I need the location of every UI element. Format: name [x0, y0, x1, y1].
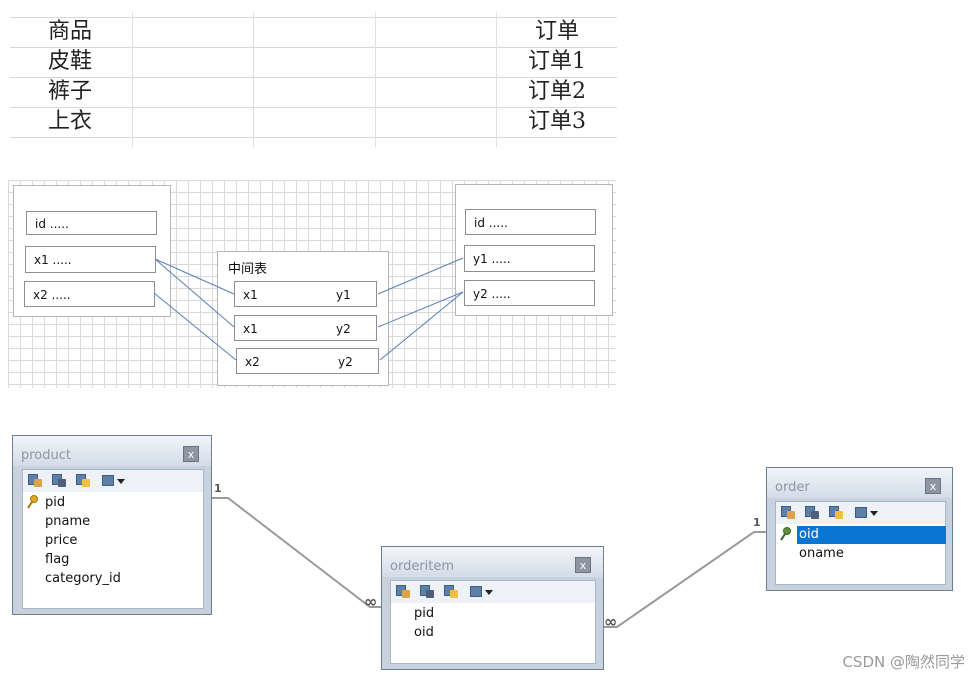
right-field-y1[interactable]: y1 ..... [464, 245, 595, 272]
table-body: oid oname [775, 501, 946, 585]
many-to-many-grid-diagram: id ..... x1 ..... x2 ..... 中间表 x1 y1 x1 … [8, 180, 616, 388]
delete-column-icon[interactable] [805, 506, 819, 519]
junction-row[interactable]: x1 y1 [234, 281, 377, 307]
relation-label-one: 1 [214, 482, 222, 495]
key-column-icon[interactable] [444, 585, 458, 598]
junction-row-right: y1 [336, 288, 351, 302]
relation-label-many: ∞ [364, 592, 378, 611]
table-name: product [21, 448, 72, 463]
sheet-cell-order[interactable]: 订单 [535, 19, 580, 44]
table-header[interactable] [13, 436, 211, 466]
junction-table-box[interactable]: 中间表 x1 y1 x1 y2 x2 y2 [217, 251, 389, 386]
link-line [379, 291, 464, 361]
add-column-icon[interactable] [781, 506, 795, 519]
delete-column-icon[interactable] [420, 585, 434, 598]
table-header[interactable] [767, 468, 952, 498]
insert-column-dropdown-icon[interactable] [102, 475, 125, 487]
sheet-cell-order[interactable]: 订单3 [528, 109, 586, 134]
junction-row[interactable]: x1 y2 [234, 315, 377, 341]
sheet-cell-order[interactable]: 订单2 [528, 79, 586, 104]
spreadsheet-grid: 商品 皮鞋 裤子 上衣 订单 订单1 订单2 订单3 [10, 12, 617, 147]
left-field-x2[interactable]: x2 ..... [24, 281, 155, 307]
table-toolbar [776, 502, 945, 524]
grid-link-lines [153, 257, 464, 361]
sheet-cell-product[interactable]: 皮鞋 [48, 49, 93, 74]
sheet-row-line [10, 17, 617, 18]
sheet-row-line [10, 107, 617, 108]
sheet-col-line [375, 12, 376, 147]
link-line [377, 291, 464, 328]
table-body: pid oid [390, 580, 596, 664]
add-column-icon[interactable] [28, 474, 42, 487]
relation-line-product-orderitem [212, 497, 382, 608]
table-toolbar [391, 581, 595, 603]
field-oid[interactable]: oid [414, 625, 434, 640]
right-entity-box[interactable]: id ..... y1 ..... y2 ..... [455, 184, 613, 316]
right-field-y2[interactable]: y2 ..... [464, 280, 595, 306]
table-product[interactable]: product x pid pname price flag category_… [12, 435, 212, 615]
relation-label-one: 1 [753, 516, 761, 529]
junction-row-right: y2 [336, 322, 351, 336]
table-header[interactable] [382, 547, 603, 577]
field-flag[interactable]: flag [45, 552, 70, 567]
sheet-row-line [10, 77, 617, 78]
sheet-col-line [132, 12, 133, 147]
junction-row-right: y2 [338, 355, 353, 369]
delete-column-icon[interactable] [52, 474, 66, 487]
field-oname[interactable]: oname [799, 546, 844, 561]
insert-column-dropdown-icon[interactable] [855, 507, 878, 519]
close-icon[interactable]: x [575, 557, 591, 573]
field-pname[interactable]: pname [45, 514, 91, 529]
field-pid[interactable]: pid [45, 495, 66, 510]
table-toolbar [23, 470, 203, 492]
table-body: pid pname price flag category_id [22, 469, 204, 609]
junction-table-title: 中间表 [228, 262, 268, 277]
junction-row-left: x2 [245, 355, 260, 369]
relation-label-many: ∞ [604, 612, 618, 631]
insert-column-dropdown-icon[interactable] [470, 586, 493, 598]
sheet-row-line [10, 47, 617, 48]
sheet-cell-order[interactable]: 订单1 [528, 49, 586, 74]
primary-key-icon [27, 495, 38, 509]
right-field-id[interactable]: id ..... [465, 209, 596, 235]
link-line [154, 258, 235, 295]
sheet-col-line [496, 12, 497, 147]
close-icon[interactable]: x [183, 446, 199, 462]
csdn-watermark: CSDN @陶然同学 [842, 653, 965, 671]
relation-line-order-orderitem [603, 531, 766, 628]
link-line [153, 292, 237, 361]
field-category-id[interactable]: category_id [45, 571, 121, 586]
table-order[interactable]: order x oid oname [766, 467, 953, 591]
key-column-icon[interactable] [76, 474, 90, 487]
field-price[interactable]: price [45, 533, 78, 548]
field-pid[interactable]: pid [414, 606, 435, 621]
junction-row-left: x1 [243, 322, 258, 336]
key-column-icon[interactable] [829, 506, 843, 519]
sheet-col-line [253, 12, 254, 147]
junction-row-left: x1 [243, 288, 258, 302]
table-name: orderitem [390, 559, 455, 574]
left-field-id[interactable]: id ..... [26, 211, 157, 235]
link-line [154, 258, 235, 328]
primary-key-icon [780, 527, 791, 541]
sheet-cell-product[interactable]: 上衣 [48, 109, 93, 134]
sheet-row-line [10, 137, 617, 138]
junction-row[interactable]: x2 y2 [236, 348, 379, 374]
left-entity-box[interactable]: id ..... x1 ..... x2 ..... [13, 185, 171, 317]
add-column-icon[interactable] [396, 585, 410, 598]
sheet-cell-product[interactable]: 裤子 [48, 79, 93, 104]
table-name: order [775, 480, 810, 495]
table-orderitem[interactable]: orderitem x pid oid [381, 546, 604, 670]
close-icon[interactable]: x [925, 478, 941, 494]
link-line [377, 257, 464, 295]
field-oid-selected[interactable]: oid [797, 526, 946, 544]
sheet-cell-product[interactable]: 商品 [48, 19, 93, 44]
